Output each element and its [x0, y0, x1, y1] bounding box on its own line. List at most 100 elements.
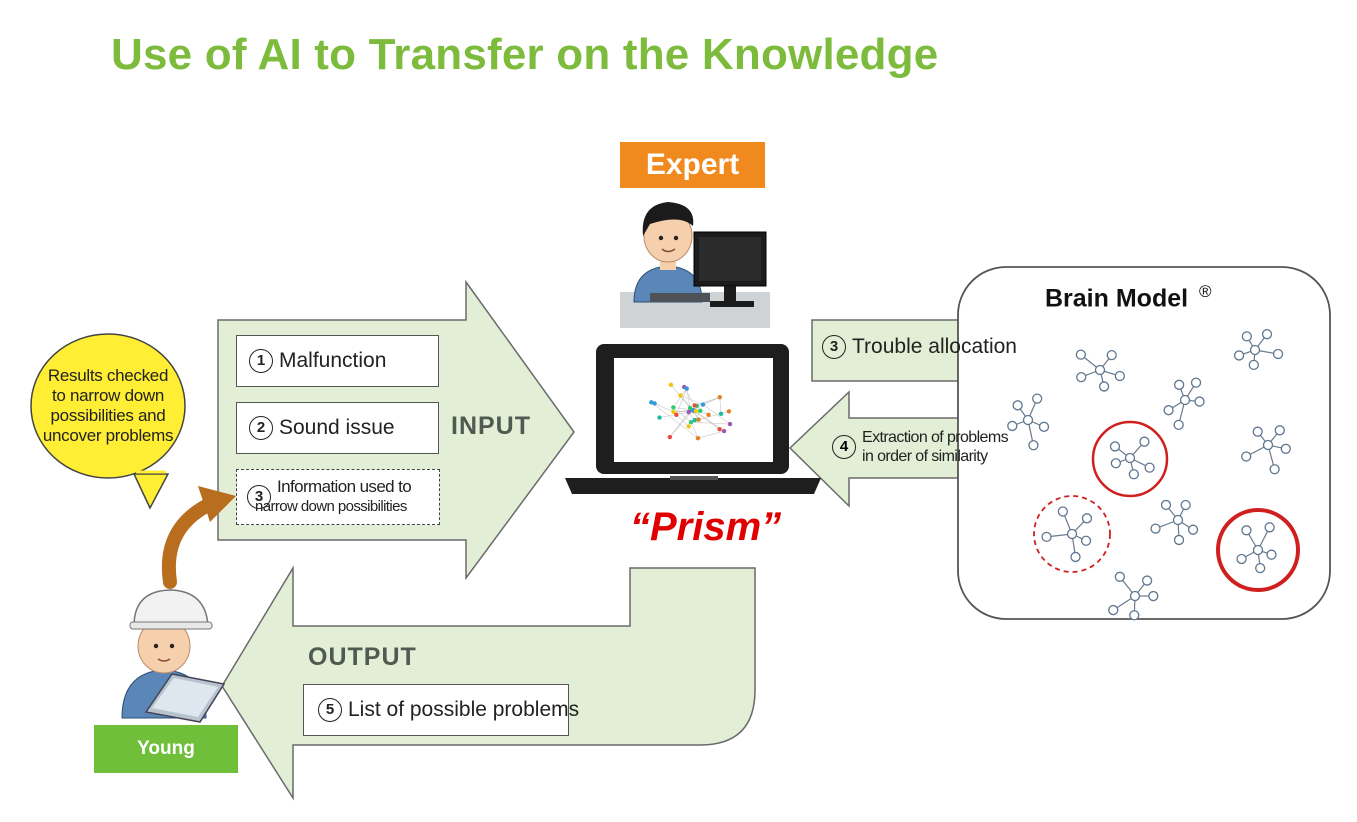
- screen-network-node: [688, 420, 694, 425]
- screen-network-node: [727, 421, 733, 427]
- network-node: [1252, 426, 1263, 437]
- network-node: [1041, 531, 1052, 543]
- network-node: [1110, 458, 1122, 469]
- extraction-text: Extraction of problems in order of simil…: [862, 428, 1009, 466]
- screen-network-node: [717, 394, 722, 400]
- network-node: [1114, 370, 1125, 382]
- network-node: [1075, 349, 1086, 360]
- network-node: [1109, 441, 1121, 452]
- network-node: [1261, 329, 1273, 340]
- screen-network-edge: [695, 410, 709, 416]
- laptop-screen-network: [649, 382, 733, 441]
- network-node: [1160, 499, 1172, 511]
- screen-network-edge: [673, 388, 687, 408]
- screen-network-edge: [676, 414, 689, 427]
- expert-person-icon: [620, 202, 770, 328]
- number-badge: 2: [249, 416, 273, 440]
- screen-network-edge: [651, 402, 699, 439]
- extraction-label: 4 Extraction of problems in order of sim…: [828, 428, 1009, 466]
- network-node: [1274, 425, 1285, 436]
- input-item-line: Information used to: [277, 477, 412, 496]
- speech-line: Results checked: [47, 366, 169, 385]
- speech-line: uncover problems: [42, 426, 174, 445]
- screen-network-node: [667, 434, 673, 440]
- expert-tag: Expert: [620, 142, 765, 188]
- network-node: [1108, 604, 1119, 616]
- extraction-line: Extraction of problems: [862, 429, 1009, 446]
- number-badge: 5: [318, 698, 342, 722]
- network-node: [1150, 523, 1161, 534]
- screen-network-node: [721, 428, 727, 434]
- network-node: [1007, 420, 1018, 432]
- desktop-monitor-icon: [693, 231, 767, 307]
- laptop-icon: [565, 344, 821, 494]
- screen-network-edge: [692, 409, 720, 430]
- screen-network-node: [692, 403, 697, 408]
- brain-network: [1007, 329, 1291, 621]
- screen-network-node: [671, 409, 676, 415]
- screen-network-edge: [669, 409, 691, 438]
- speech-line: possibilities and: [50, 406, 166, 425]
- network-node: [1190, 377, 1202, 388]
- screen-network-edge: [690, 422, 699, 439]
- screen-network-node: [687, 405, 693, 411]
- network-node: [1022, 414, 1034, 426]
- page-title: Use of AI to Transfer on the Knowledge: [111, 30, 939, 79]
- highlight-circle-dashed: [1033, 495, 1111, 573]
- screen-network-node: [717, 426, 722, 432]
- network-node: [1129, 610, 1140, 621]
- young-employee-tag: Young employee: [94, 725, 238, 807]
- input-item-text: Sound issue: [279, 416, 395, 439]
- extraction-line: in order of similarity: [862, 448, 988, 465]
- output-arrow: [221, 565, 756, 801]
- screen-network-node: [695, 435, 701, 441]
- network-node: [1098, 381, 1110, 392]
- screen-network-node: [726, 409, 732, 414]
- screen-network-node: [718, 411, 724, 416]
- network-node: [1124, 452, 1136, 464]
- input-item-malfunction: 1 Malfunction: [236, 335, 439, 387]
- network-node: [1280, 443, 1291, 454]
- highlight-circle-3: [1216, 508, 1300, 592]
- network-node: [1173, 419, 1184, 430]
- prism-label: “Prism”: [630, 505, 782, 549]
- screen-network-edge: [659, 411, 689, 418]
- screen-network-node: [671, 405, 676, 410]
- network-node: [1172, 514, 1184, 526]
- screen-network-node: [674, 412, 679, 417]
- network-node: [1173, 379, 1185, 390]
- number-badge: 4: [832, 435, 856, 459]
- trouble-allocation-text: Trouble allocation: [852, 335, 1017, 358]
- screen-network-node: [696, 417, 701, 422]
- network-node: [1128, 469, 1139, 480]
- input-item-sound-issue: 2 Sound issue: [236, 402, 439, 454]
- output-item-text: List of possible problems: [348, 698, 580, 721]
- network-node: [1180, 499, 1191, 511]
- network-node: [1252, 544, 1264, 556]
- screen-network-edge: [669, 409, 694, 438]
- screen-network-node: [686, 424, 691, 429]
- screen-network-edge: [719, 397, 722, 414]
- network-node: [1070, 551, 1081, 563]
- network-node: [1139, 436, 1150, 447]
- speech-bubble-text: Results checked to narrow down possibili…: [40, 366, 176, 446]
- network-node: [1076, 371, 1087, 383]
- number-badge: 3: [247, 485, 271, 509]
- network-node: [1266, 549, 1277, 560]
- screen-network-edge: [673, 407, 692, 423]
- network-node: [1233, 350, 1245, 361]
- network-node: [1012, 400, 1023, 411]
- screen-network-edge: [654, 403, 674, 413]
- young-employee-icon: [121, 589, 226, 723]
- network-node: [1032, 393, 1043, 404]
- network-node: [1081, 513, 1093, 524]
- network-node: [1187, 524, 1199, 535]
- screen-network-edge: [698, 411, 729, 420]
- registered-mark: ®: [1199, 282, 1212, 301]
- speech-line: to narrow down: [51, 386, 165, 405]
- output-label: OUTPUT: [308, 643, 417, 671]
- output-item-list: 5 List of possible problems: [303, 684, 579, 736]
- screen-network-edge: [697, 430, 725, 439]
- network-node: [1028, 440, 1039, 451]
